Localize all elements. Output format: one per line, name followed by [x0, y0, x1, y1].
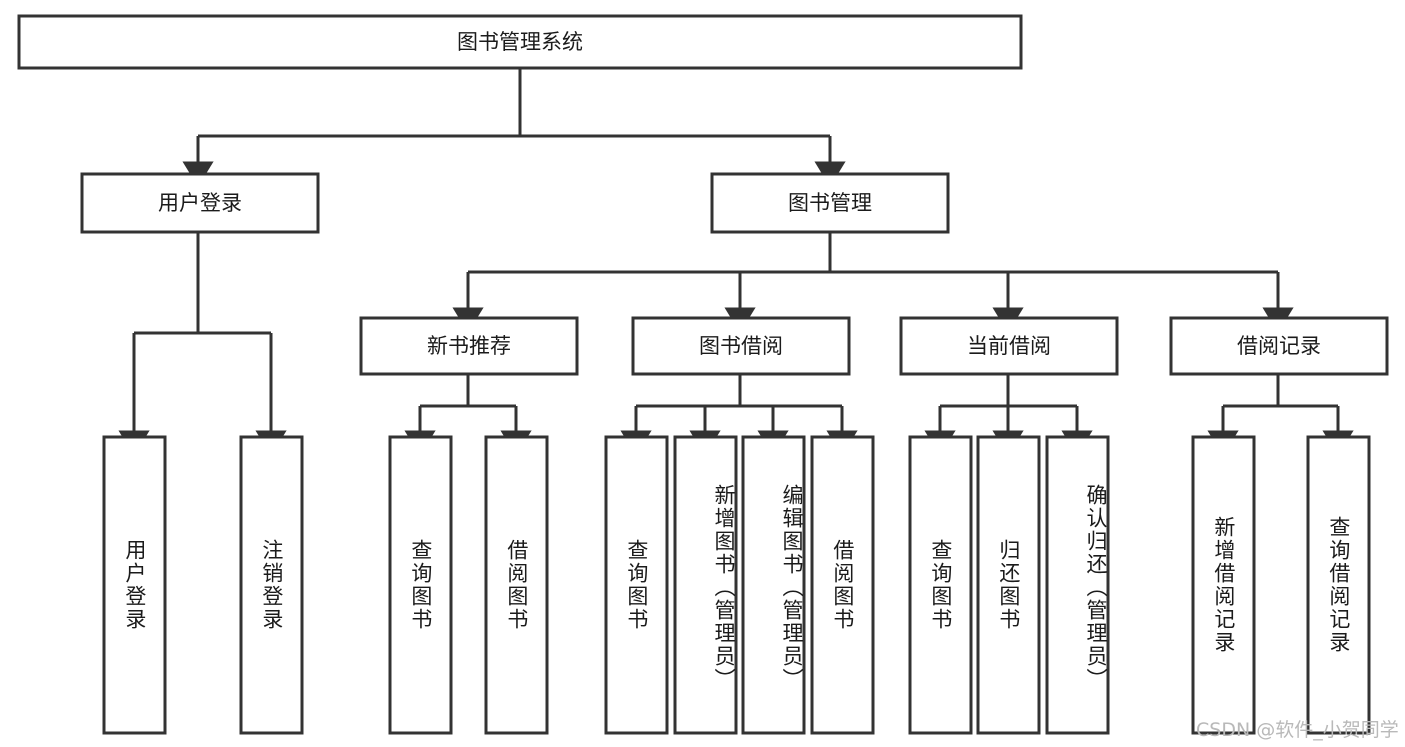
edge-group-user-login-to-leaves: [118, 232, 287, 456]
node-borrow-record-box[interactable]: [1169, 316, 1389, 376]
leaf-box-query-book-recommend[interactable]: [388, 435, 453, 735]
edge-group-book-manage-to-level3: [452, 232, 1294, 333]
leaf-box-query-book-current[interactable]: [908, 435, 973, 735]
node-user-login-label: 用户登录: [158, 191, 242, 215]
node-book-borrow-box[interactable]: [631, 316, 851, 376]
node-user-login-box[interactable]: [80, 172, 320, 234]
leaf-box-logout[interactable]: [239, 435, 304, 735]
node-current-borrow-box[interactable]: [899, 316, 1119, 376]
node-borrow-record-label: 借阅记录: [1237, 334, 1321, 358]
node-book-borrow-label: 图书借阅: [699, 334, 783, 358]
csdn-watermark: CSDN @软件_小贺同学: [1196, 719, 1399, 741]
leaf-box-user-login[interactable]: [102, 435, 167, 735]
leaf-box-add-book-admin[interactable]: [673, 435, 738, 735]
leaf-box-query-book-borrow[interactable]: [604, 435, 669, 735]
node-root-book-management-system[interactable]: 图书管理系统: [17, 14, 1023, 70]
edge-group-new-book-to-leaves: [404, 374, 532, 456]
leaf-box-edit-book-admin[interactable]: [741, 435, 806, 735]
edge-group-book-borrow-to-leaves: [620, 374, 858, 456]
leaf-box-borrow-book[interactable]: [810, 435, 875, 735]
node-new-book-recommend-label: 新书推荐: [427, 334, 511, 358]
node-book-management-label: 图书管理: [788, 191, 872, 215]
leaf-box-add-borrow-record[interactable]: [1191, 435, 1256, 735]
node-current-borrow-label: 当前借阅: [967, 334, 1051, 358]
leaf-box-borrow-book-recommend[interactable]: [484, 435, 549, 735]
node-root-label: 图书管理系统: [457, 30, 583, 54]
node-user-login[interactable]: 用户登录: [80, 172, 320, 234]
node-book-borrow[interactable]: 图书借阅: [631, 316, 851, 376]
node-book-management[interactable]: 图书管理: [710, 172, 950, 234]
edge-group-current-borrow-to-leaves: [924, 374, 1093, 456]
node-borrow-record[interactable]: 借阅记录: [1169, 316, 1389, 376]
node-current-borrow[interactable]: 当前借阅: [899, 316, 1119, 376]
node-new-book-recommend[interactable]: 新书推荐: [359, 316, 579, 376]
leaf-box-group: [102, 435, 1371, 735]
node-book-management-box[interactable]: [710, 172, 950, 234]
leaf-box-query-borrow-record[interactable]: [1306, 435, 1371, 735]
edge-group-root-to-level2: [182, 68, 846, 187]
edge-group-borrow-record-to-leaves: [1207, 374, 1354, 456]
node-new-book-recommend-box[interactable]: [359, 316, 579, 376]
node-root-box[interactable]: [17, 14, 1023, 70]
leaf-box-return-book[interactable]: [976, 435, 1041, 735]
leaf-box-confirm-return-admin[interactable]: [1045, 435, 1110, 735]
